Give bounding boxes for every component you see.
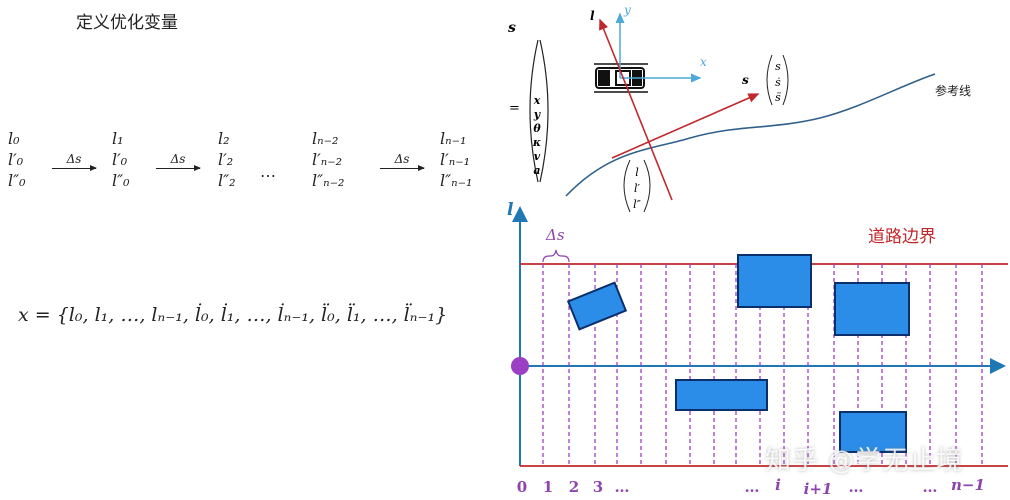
index-label-ellipsis-4: …	[923, 478, 938, 496]
column-2: l₂ l′₂ l″₂	[218, 128, 236, 191]
frenet-s-axis	[611, 93, 760, 159]
s-component-s-dot: ṡ	[775, 76, 781, 89]
delta-s-brace	[542, 249, 570, 263]
origin-point	[511, 357, 529, 375]
step-arrow-2-label: Δs	[170, 152, 186, 166]
obstacle-5	[839, 411, 907, 453]
sequence-ellipsis: ⋯	[260, 166, 276, 185]
watermark: 知乎 @学无止境	[765, 446, 964, 476]
lattice-diagram: l 道路边界 Δs	[507, 200, 1008, 498]
column-2-l: l₂	[218, 129, 230, 148]
column-n-1: lₙ₋₁ l′ₙ₋₁ l″ₙ₋₁	[440, 128, 472, 191]
obstacle-2	[737, 254, 812, 308]
index-label-1: 1	[543, 478, 553, 496]
index-label-i-plus-1: i+1	[804, 480, 833, 498]
reference-line-label: 参考线	[935, 83, 971, 98]
column-n-1-l-double-prime: l″ₙ₋₁	[440, 171, 473, 190]
s-component-s: s	[775, 60, 781, 73]
index-label-ellipsis-2: …	[745, 478, 760, 496]
step-arrow-2: Δs	[156, 152, 201, 171]
column-0-l-prime: l′₀	[8, 150, 24, 169]
frenet-l-label: l	[590, 9, 595, 23]
column-1: l₁ l′₀ l″₀	[112, 128, 130, 191]
s-vector-right-paren	[782, 54, 789, 106]
reference-line	[565, 73, 936, 197]
frenet-l-axis	[599, 18, 673, 201]
index-label-3: 3	[593, 478, 603, 496]
index-label-i: i	[775, 476, 781, 494]
index-label-ellipsis-1: …	[615, 478, 630, 496]
index-label-n-minus-1: n−1	[951, 476, 985, 494]
l-component-l-prime: l′	[634, 182, 641, 195]
step-arrow-3: Δs	[380, 152, 425, 171]
index-label-ellipsis-3: …	[849, 478, 864, 496]
column-2-l-prime: l′₂	[218, 150, 234, 169]
state-vector-label: s	[508, 20, 516, 36]
state-component-x: x	[533, 94, 541, 107]
step-arrow-1: Δs	[52, 152, 97, 171]
state-vector-right-paren	[539, 39, 549, 183]
lattice-l-axis-label: l	[507, 200, 514, 220]
state-component-a: a	[533, 164, 540, 177]
cartesian-y-label: y	[623, 3, 631, 17]
step-arrow-1-label: Δs	[66, 152, 82, 166]
column-1-l-double-prime: l″₀	[112, 171, 130, 190]
column-n-2: lₙ₋₂ l′ₙ₋₂ l″ₙ₋₂	[312, 128, 344, 191]
column-1-l-prime: l′₀	[112, 150, 128, 169]
s-vector-left-paren	[766, 54, 773, 106]
column-n-2-l: lₙ₋₂	[312, 129, 339, 148]
l-vector-right-paren	[643, 159, 651, 213]
state-component-v: v	[534, 150, 541, 163]
frenet-s-label: s	[742, 73, 749, 87]
index-label-0: 0	[517, 478, 527, 496]
state-component-theta: θ	[533, 122, 541, 135]
obstacle-4	[675, 379, 768, 411]
index-label-2: 2	[569, 478, 579, 496]
optimization-variable-vector: x = {l₀, l₁, …, lₙ₋₁, l̇₀, l̇₁, …, l̇ₙ₋₁…	[18, 304, 448, 326]
column-0-l: l₀	[8, 129, 20, 148]
column-0: l₀ l′₀ l″₀	[8, 128, 26, 191]
column-2-l-double-prime: l″₂	[218, 171, 236, 190]
l-vector-left-paren	[623, 159, 631, 213]
column-n-2-l-double-prime: l″ₙ₋₂	[312, 171, 345, 190]
state-component-kappa: κ	[532, 136, 541, 149]
column-n-1-l: lₙ₋₁	[440, 129, 467, 148]
obstacle-3	[834, 282, 910, 336]
column-n-1-l-prime: l′ₙ₋₁	[440, 150, 471, 169]
delta-s-label: Δs	[545, 226, 565, 244]
step-arrow-3-label: Δs	[394, 152, 410, 166]
road-boundary-label: 道路边界	[868, 227, 936, 247]
cartesian-x-label: x	[700, 55, 707, 69]
column-0-l-double-prime: l″₀	[8, 171, 26, 190]
state-vector-left-paren	[529, 39, 539, 183]
column-n-2-l-prime: l′ₙ₋₂	[312, 150, 343, 169]
state-vector-equals: =	[509, 101, 520, 116]
l-component-l-double-prime: l″	[633, 198, 642, 211]
title: 定义优化变量	[76, 13, 178, 33]
l-component-l: l	[635, 166, 639, 179]
obstacle-1	[566, 281, 628, 331]
s-component-s-ddot: s̈	[775, 91, 781, 104]
state-component-y: y	[533, 108, 542, 121]
column-1-l: l₁	[112, 129, 124, 148]
